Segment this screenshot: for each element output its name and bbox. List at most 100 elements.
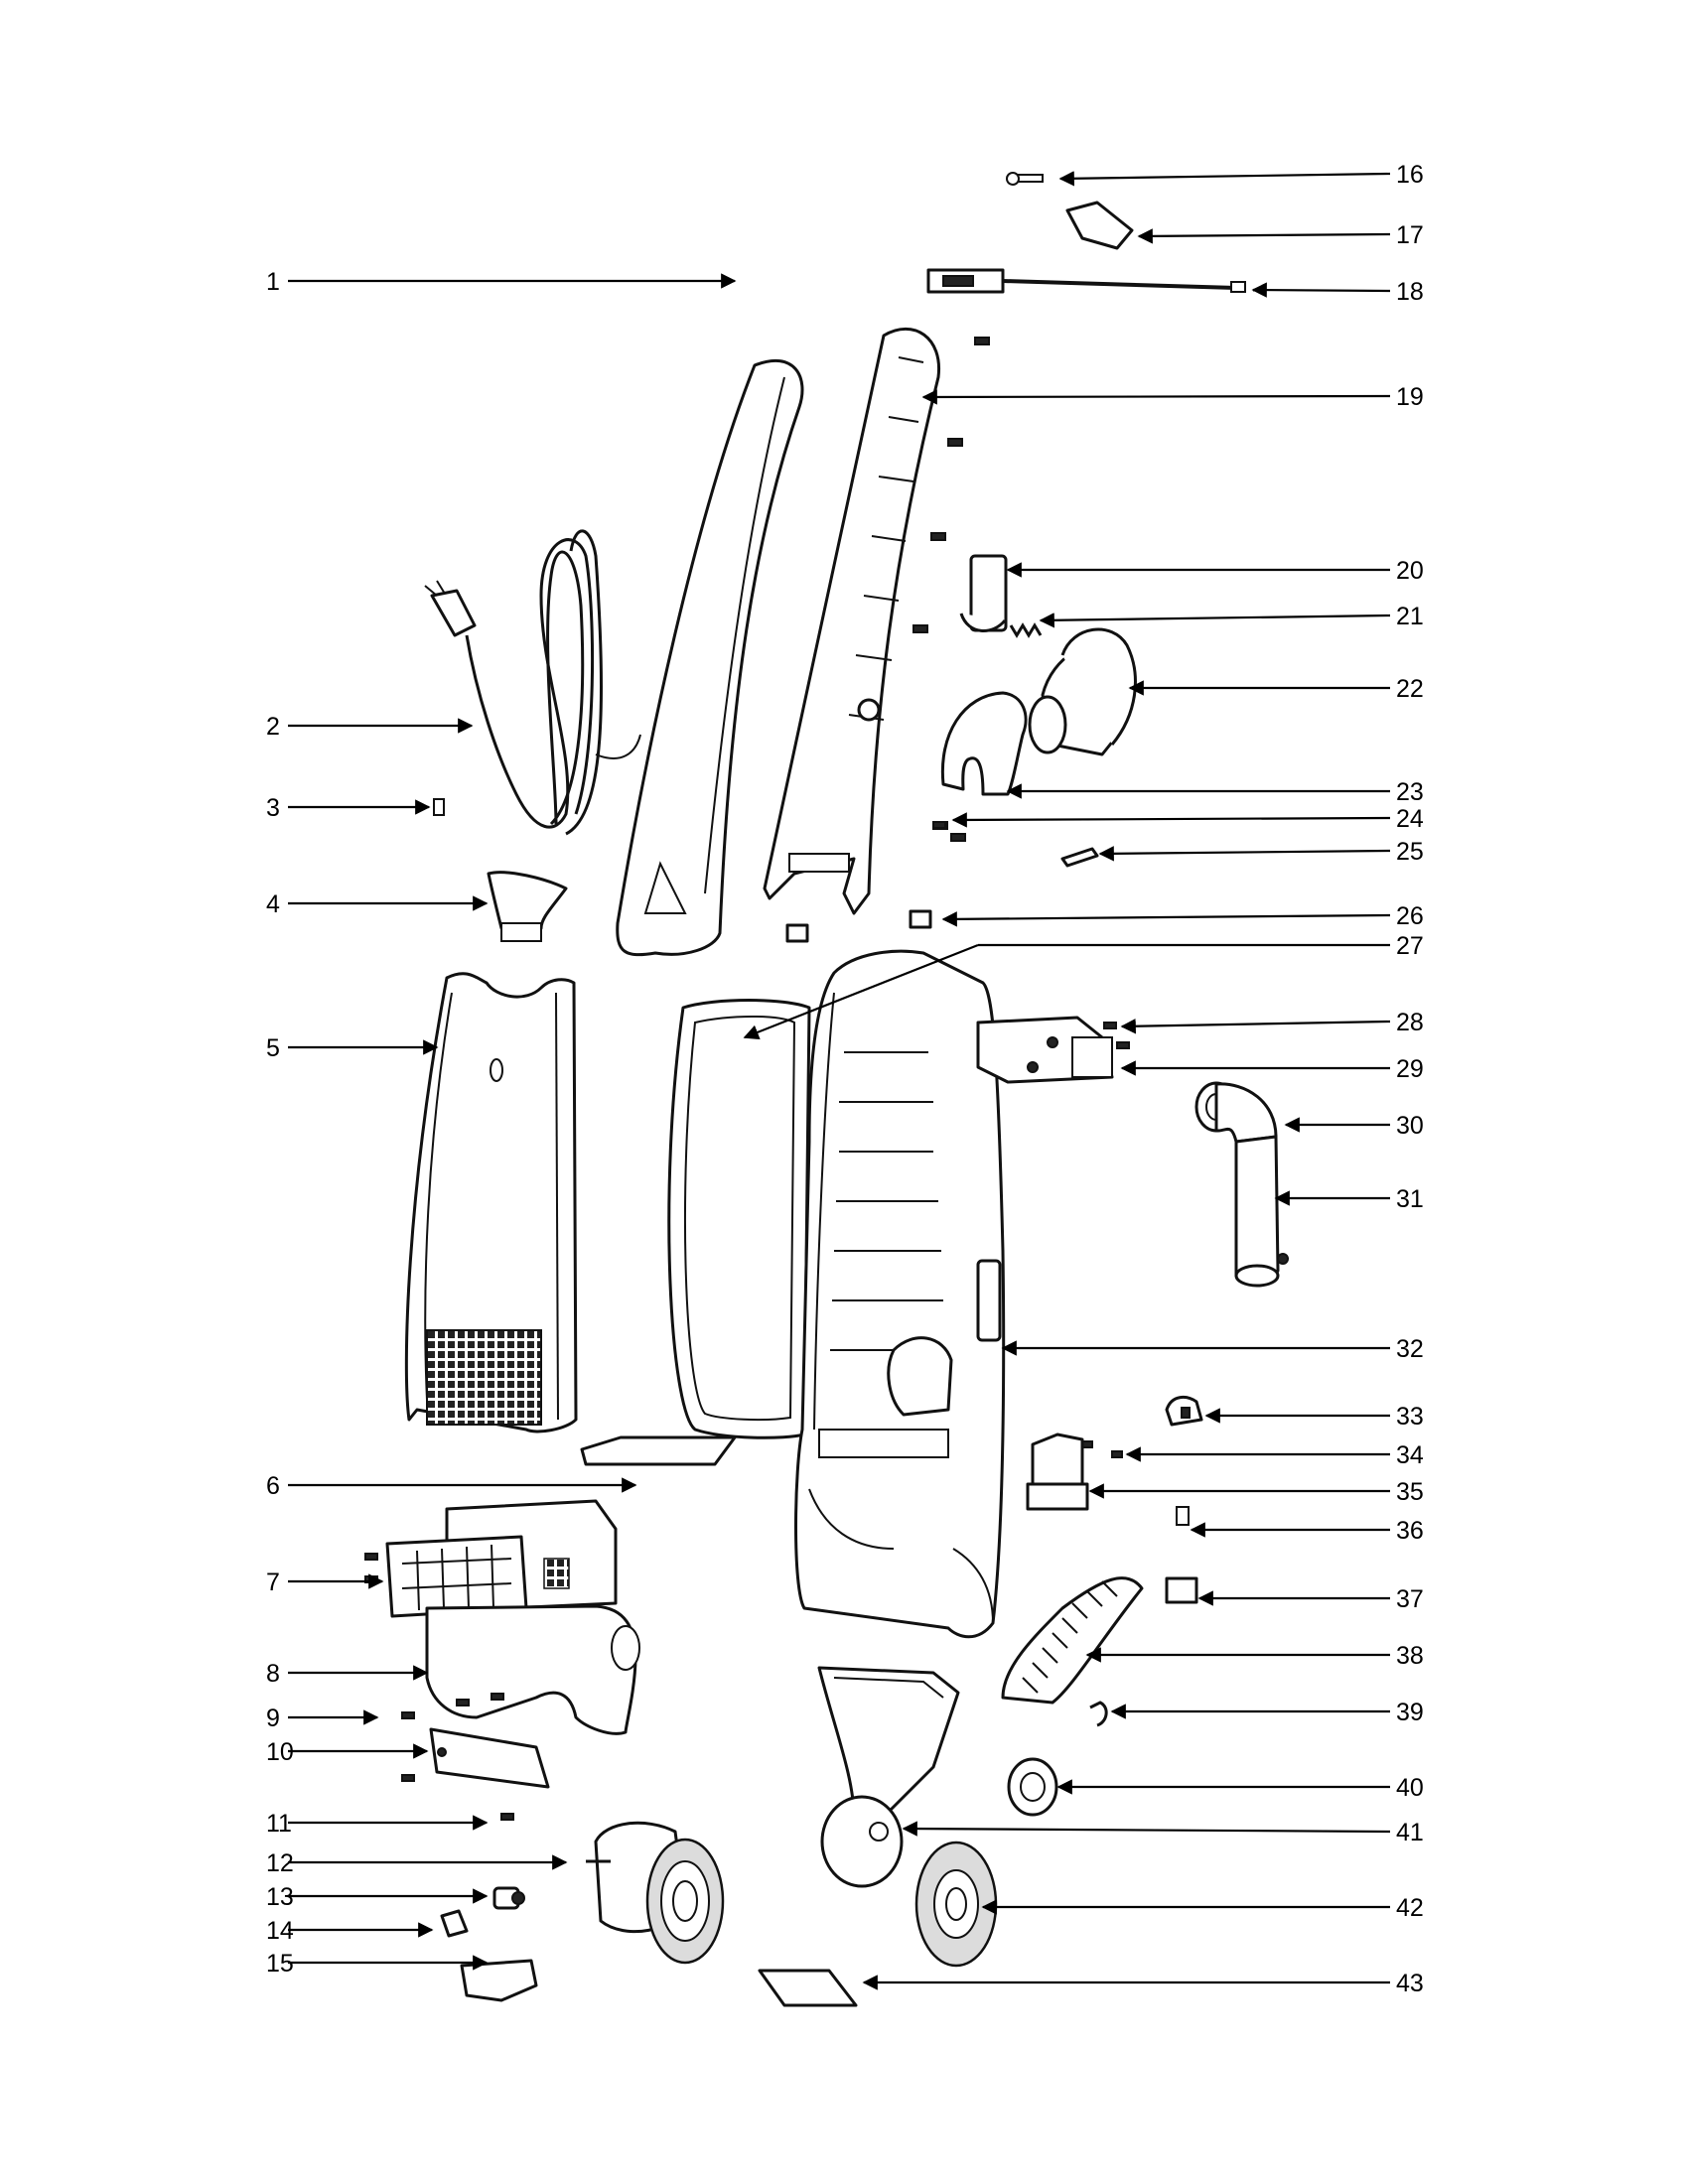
part-19-rear-handle-knob xyxy=(857,698,881,722)
callout-number: 5 xyxy=(266,1034,280,1062)
part-41-nozzle-assembly xyxy=(817,1666,960,1888)
part-25-clip xyxy=(1060,847,1099,868)
callout-number: 41 xyxy=(1396,1819,1424,1846)
part-36-plug xyxy=(1176,1506,1190,1526)
callout-leader-line xyxy=(902,1821,1391,1837)
callout-leader-line xyxy=(1251,282,1391,298)
part-6-bag-tray xyxy=(580,1435,737,1466)
callout-number: 17 xyxy=(1396,221,1424,249)
callout-leader-line xyxy=(1137,228,1391,244)
callout-number: 21 xyxy=(1396,603,1424,630)
callout-number: 4 xyxy=(266,890,280,918)
callout-number: 25 xyxy=(1396,838,1424,866)
part-21-spring xyxy=(1009,622,1043,638)
part-28-screws xyxy=(1103,1022,1130,1049)
callout-number: 11 xyxy=(266,1810,292,1838)
callout-number: 34 xyxy=(1396,1441,1424,1469)
part-34-screws xyxy=(1081,1440,1123,1458)
callout-number: 31 xyxy=(1396,1185,1424,1213)
callout-number: 19 xyxy=(1396,383,1424,411)
callout-leader-line xyxy=(1058,171,1391,187)
part-24-screw xyxy=(932,821,946,829)
part-8-rear-housing xyxy=(425,1604,640,1735)
part-38-hose-ribs xyxy=(1022,1580,1118,1694)
part-11-screw xyxy=(500,1813,514,1821)
callout-number: 6 xyxy=(266,1472,280,1500)
part-19-rear-handle-bar xyxy=(788,853,850,873)
callout-number: 2 xyxy=(266,713,280,741)
callout-number: 24 xyxy=(1396,805,1424,833)
callout-number: 3 xyxy=(266,794,280,822)
part-23-cap xyxy=(940,691,1028,796)
part-38-hose xyxy=(1001,1576,1144,1705)
part-19-rear-handle xyxy=(763,327,941,915)
callout-number: 29 xyxy=(1396,1055,1424,1083)
callout-number: 7 xyxy=(266,1569,280,1596)
part-26-clip-left xyxy=(785,923,809,943)
part-43-label xyxy=(758,1969,858,2007)
callout-number: 37 xyxy=(1396,1585,1424,1613)
callout-number: 23 xyxy=(1396,778,1424,806)
callout-number: 43 xyxy=(1396,1970,1424,1997)
part-7-filter xyxy=(385,1499,618,1618)
callout-number: 22 xyxy=(1396,675,1424,703)
part-26-clip-right xyxy=(909,909,932,929)
callout-number: 36 xyxy=(1396,1517,1424,1545)
part-13-pulley xyxy=(492,1886,525,1910)
callout-number: 20 xyxy=(1396,557,1424,585)
part-10-lid xyxy=(401,1727,550,1789)
callout-leader-line xyxy=(743,943,979,1040)
callout-number: 8 xyxy=(266,1660,280,1688)
callout-number: 35 xyxy=(1396,1478,1424,1506)
part-29-switch-assembly xyxy=(976,1016,1114,1084)
callout-number: 42 xyxy=(1396,1894,1424,1922)
part-30-elbow xyxy=(1194,1081,1278,1144)
callout-number: 26 xyxy=(1396,902,1424,930)
part-35-belt-guard xyxy=(1026,1433,1089,1511)
part-27-door-seal-inner xyxy=(683,1016,796,1422)
part-2-power-cord xyxy=(424,529,641,836)
part-37-switch xyxy=(1165,1576,1198,1604)
part-16-screw xyxy=(1006,172,1044,186)
part-22-swivel-arm xyxy=(1028,627,1137,756)
callout-number: 16 xyxy=(1396,161,1424,189)
part-5-front-cover xyxy=(404,972,578,1433)
callout-number: 33 xyxy=(1396,1403,1424,1431)
part-39-clamp xyxy=(1089,1701,1108,1727)
part-19-rear-handle-ribs xyxy=(848,356,924,721)
callout-leader-line xyxy=(951,812,1391,828)
callout-number: 38 xyxy=(1396,1642,1424,1670)
callout-number: 9 xyxy=(266,1705,280,1732)
part-1-handle-cover-emblem xyxy=(643,861,687,914)
callout-number: 39 xyxy=(1396,1699,1424,1726)
part-40-ring xyxy=(1007,1757,1058,1817)
callout-number: 32 xyxy=(1396,1335,1424,1363)
callout-number: 27 xyxy=(1396,932,1424,960)
part-3-small-plug xyxy=(433,798,445,816)
part-14-block xyxy=(440,1909,469,1938)
callout-leader-line xyxy=(1039,613,1391,628)
callout-number: 30 xyxy=(1396,1112,1424,1140)
part-4-bag-holder xyxy=(487,871,568,942)
callout-number: 40 xyxy=(1396,1774,1424,1802)
callout-leader-line xyxy=(1098,846,1391,862)
part-12-motor xyxy=(586,1821,725,1965)
part-1-handle-cover-inner xyxy=(704,376,785,894)
callout-number: 18 xyxy=(1396,278,1424,306)
part-18-switch-rod xyxy=(926,268,1246,294)
callout-leader-line xyxy=(1120,1019,1391,1034)
part-31-tube xyxy=(1234,1135,1289,1288)
part-42-wheel xyxy=(914,1841,998,1968)
callout-number: 1 xyxy=(266,268,280,296)
callout-number: 28 xyxy=(1396,1009,1424,1036)
part-27-door-seal xyxy=(667,999,811,1439)
part-20-release-pedal-base xyxy=(959,613,1007,632)
callout-leader-line xyxy=(941,911,1391,927)
part-32-main-housing xyxy=(794,949,1006,1639)
part-15-bracket xyxy=(460,1959,538,2002)
part-17-bracket xyxy=(1065,201,1134,250)
callout-leader-line xyxy=(921,389,1391,405)
